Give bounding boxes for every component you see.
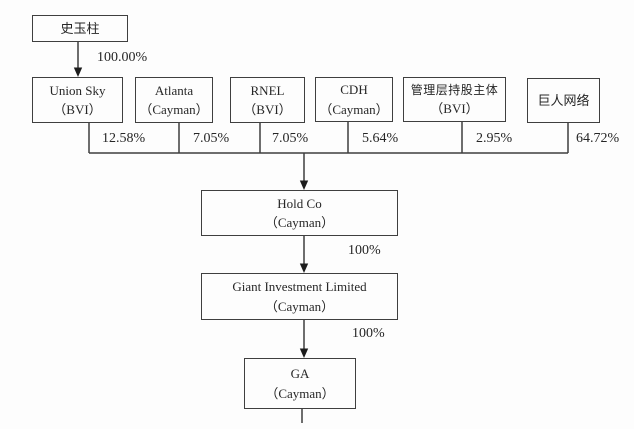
- node-union-sky: Union Sky （BVI）: [32, 77, 123, 123]
- atlanta-jurisdiction: （Cayman）: [139, 102, 209, 117]
- node-management-holding: 管理层持股主体 （BVI）: [403, 77, 506, 122]
- union-sky-jurisdiction: （BVI）: [53, 102, 102, 117]
- node-rnel: RNEL （BVI）: [230, 77, 305, 123]
- atlanta-name: Atlanta: [154, 82, 194, 98]
- pct-giantinv-ga: 100%: [352, 326, 385, 341]
- node-shi-yuzhu: 史玉柱: [32, 15, 128, 42]
- pct-atlanta: 7.05%: [193, 131, 230, 146]
- arrowhead-ga: [299, 348, 309, 358]
- rnel-jurisdiction: （BVI）: [243, 102, 292, 117]
- node-cdh: CDH （Cayman）: [315, 77, 393, 122]
- ga-jurisdiction: （Cayman）: [265, 385, 335, 401]
- rnel-name: RNEL: [250, 82, 285, 98]
- hold-co-jurisdiction: （Cayman）: [264, 215, 335, 230]
- pct-union-sky: 12.58%: [102, 131, 146, 146]
- union-sky-name: Union Sky: [49, 82, 106, 98]
- node-ga: GA （Cayman）: [244, 358, 356, 409]
- cdh-name: CDH: [340, 82, 368, 97]
- node-hold-co: Hold Co （Cayman）: [201, 190, 398, 236]
- pct-shiyuzhu-unionsky: 100.00%: [97, 50, 148, 65]
- shi-yuzhu-name: 史玉柱: [60, 20, 100, 36]
- pct-rnel: 7.05%: [272, 131, 309, 146]
- arrowhead-holdco: [299, 180, 309, 190]
- management-holding-name: 管理层持股主体: [410, 82, 499, 97]
- giant-investment-jurisdiction: （Cayman）: [264, 298, 335, 314]
- node-giant-investment: Giant Investment Limited （Cayman）: [201, 273, 398, 320]
- cdh-jurisdiction: （Cayman）: [319, 101, 389, 117]
- pct-holdco-giantinv: 100%: [348, 243, 381, 258]
- node-atlanta: Atlanta （Cayman）: [135, 77, 213, 123]
- giant-network-name: 巨人网络: [537, 92, 590, 108]
- pct-cdh: 5.64%: [362, 131, 399, 146]
- node-giant-network: 巨人网络: [527, 78, 600, 123]
- management-holding-jurisdiction: （BVI）: [430, 100, 479, 116]
- giant-investment-name: Giant Investment Limited: [232, 279, 367, 294]
- arrowhead-unionsky: [73, 67, 83, 77]
- ga-name: GA: [290, 366, 310, 381]
- hold-co-name: Hold Co: [277, 195, 322, 211]
- arrowhead-giantinv: [299, 263, 309, 273]
- pct-management: 2.95%: [476, 131, 513, 146]
- pct-giant-network: 64.72%: [576, 131, 620, 146]
